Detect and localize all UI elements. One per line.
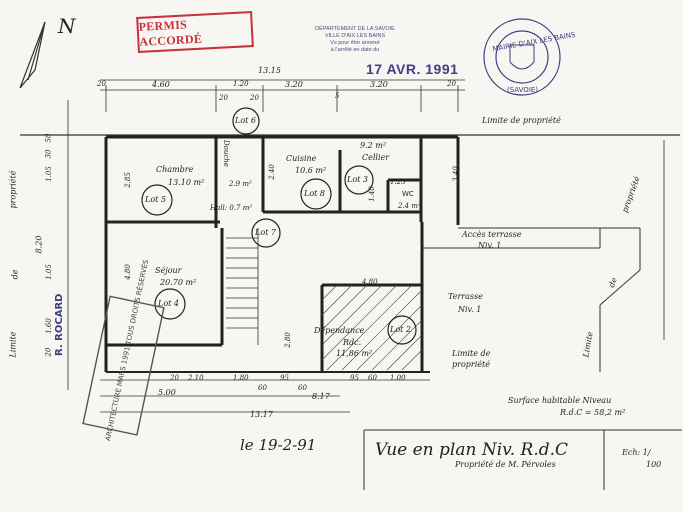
room-dependance-level: Rdc. bbox=[343, 338, 362, 347]
room-douche: Douche bbox=[222, 140, 230, 167]
limit-left-a: propriété bbox=[8, 170, 18, 209]
limit-left-b: de bbox=[10, 269, 20, 280]
dim-right-340: 3.40 bbox=[451, 166, 460, 182]
dim-left-20: 20 bbox=[44, 347, 53, 357]
dim-top-total: 13.15 bbox=[258, 66, 281, 75]
limit-left-c: Limite bbox=[8, 331, 18, 358]
dim-top-20c: 20 bbox=[250, 94, 259, 102]
dim-bottom-total: 13.17 bbox=[250, 410, 273, 419]
dim-douche-h: 2.40 bbox=[267, 164, 276, 180]
dim-left-105a: 1.05 bbox=[44, 166, 53, 182]
dim-bottom-60a: 60 bbox=[258, 384, 267, 392]
dim-left-total: 8.20 bbox=[34, 235, 44, 254]
scale-label: Ech: 1/ bbox=[622, 448, 651, 457]
dim-bottom-210: 2.10 bbox=[188, 374, 204, 382]
lot-7: Lot 7 bbox=[255, 228, 276, 237]
room-acces: Accès terrasse bbox=[462, 230, 522, 239]
dim-cellier-w: 1.40 bbox=[367, 186, 376, 202]
plan-title: Vue en plan Niv. R.d.C bbox=[375, 440, 569, 460]
dim-sejour-h: 4.80 bbox=[123, 264, 132, 280]
limit-mid: Limite de propriété bbox=[452, 349, 491, 369]
room-terrasse: Terrasse bbox=[448, 292, 483, 301]
building-walls bbox=[104, 135, 460, 372]
dim-left-50: 50 bbox=[44, 133, 53, 143]
room-douche-area: 2.9 m² bbox=[229, 180, 252, 188]
dim-left-160: 1.60 bbox=[44, 318, 53, 334]
department-line-1: DÉPARTEMENT DE LA SAVOIE bbox=[315, 26, 395, 32]
room-dependance: Dépendance bbox=[314, 326, 365, 335]
dim-top-320b: 3.20 bbox=[370, 80, 388, 89]
dim-chambre-h: 2.85 bbox=[123, 172, 132, 188]
lot-5: Lot 5 bbox=[145, 195, 166, 204]
north-label: N bbox=[58, 14, 76, 38]
dim-bottom-60b: 60 bbox=[298, 384, 307, 392]
lot-8: Lot 8 bbox=[304, 189, 325, 198]
room-sejour: Séjour bbox=[155, 266, 182, 275]
dim-bottom-60c: 60 bbox=[368, 374, 377, 382]
dim-bottom-180: 1.80 bbox=[233, 374, 249, 382]
dim-top-20d: 20 bbox=[447, 80, 456, 88]
limit-top: Limite de propriété bbox=[482, 116, 561, 125]
annex-date: 17 AVR. 1991 bbox=[366, 61, 459, 77]
room-dependance-area: 11,86 m² bbox=[336, 349, 373, 358]
architect-name: R. ROCARD bbox=[54, 293, 65, 356]
room-sejour-area: 20.70 m² bbox=[160, 278, 197, 287]
scale-value: 100 bbox=[646, 460, 662, 469]
room-cuisine-area: 10.6 m² bbox=[295, 166, 327, 175]
surface-line-1: Surface habitable Niveau bbox=[508, 396, 612, 405]
room-acces-level: Niv. 1 bbox=[478, 241, 502, 250]
permit-stamp: PERMIS ACCORDÉ bbox=[136, 10, 254, 54]
dependance-hatch bbox=[321, 284, 423, 371]
room-wc-area: 2.4 m² bbox=[398, 202, 421, 210]
seal-bottom-text: (SAVOIE) bbox=[507, 86, 539, 94]
room-terrasse-level: Niv. 1 bbox=[458, 305, 482, 314]
room-cuisine: Cuisine bbox=[286, 154, 317, 163]
dim-top-5: 5 bbox=[335, 92, 340, 100]
dim-left-30: 30 bbox=[44, 149, 53, 159]
department-line-2: VILLE D'AIX LES BAINS bbox=[324, 33, 386, 39]
lot-4: Lot 4 bbox=[158, 299, 179, 308]
department-stamp: DÉPARTEMENT DE LA SAVOIE VILLE D'AIX LES… bbox=[285, 26, 425, 54]
room-cellier-area: 9.2 m² bbox=[360, 141, 387, 150]
dim-bottom-95a: 95 bbox=[280, 374, 289, 382]
dim-top-320a: 3.20 bbox=[285, 80, 303, 89]
dim-top-20a: 20 bbox=[97, 80, 106, 88]
top-dimension-lines bbox=[100, 79, 465, 112]
dim-bottom-95b: 95 bbox=[350, 374, 359, 382]
staircase bbox=[226, 228, 259, 345]
room-wc: WC bbox=[402, 190, 414, 198]
surface-line-2: R.d.C = 58,2 m² bbox=[560, 408, 626, 417]
plan-subtitle: Propriété de M. Pérvoles bbox=[455, 460, 556, 469]
dim-top-120: 1.20 bbox=[233, 80, 249, 88]
dim-top-20b: 20 bbox=[219, 94, 228, 102]
lot-6: Lot 6 bbox=[235, 116, 256, 125]
lot-3: Lot 3 bbox=[347, 175, 368, 184]
room-chambre: Chambre bbox=[156, 165, 194, 174]
dim-bottom-100: 1.00 bbox=[390, 374, 406, 382]
dim-dep-h: 2.80 bbox=[283, 332, 292, 348]
terrace-outline bbox=[422, 227, 641, 372]
room-cellier: Cellier bbox=[362, 153, 390, 162]
annex-line-2: à l'arrêté en date du bbox=[330, 47, 380, 53]
room-chambre-area: 13.10 m² bbox=[168, 178, 205, 187]
dim-wc-h: 1.25 bbox=[390, 178, 406, 186]
dim-bottom-20a: 20 bbox=[170, 374, 179, 382]
architect-stamp bbox=[82, 295, 165, 436]
annex-line-1: Vu pour être annexé bbox=[330, 40, 380, 46]
north-arrow-icon bbox=[19, 21, 46, 89]
lot-2: Lot 2 bbox=[390, 325, 411, 334]
mairie-seal bbox=[483, 18, 561, 96]
room-hall: Hall: 0.7 m² bbox=[210, 204, 253, 212]
title-box bbox=[363, 429, 682, 490]
dim-bottom-500: 5.00 bbox=[158, 388, 176, 397]
dim-terrace-w: 4.80 bbox=[362, 278, 378, 286]
lot-circles bbox=[141, 107, 417, 345]
hand-date: le 19-2-91 bbox=[240, 436, 317, 454]
dim-bottom-817: 8.17 bbox=[312, 392, 330, 401]
dim-top-460: 4.60 bbox=[152, 80, 170, 89]
dim-left-105b: 1.05 bbox=[44, 264, 53, 280]
